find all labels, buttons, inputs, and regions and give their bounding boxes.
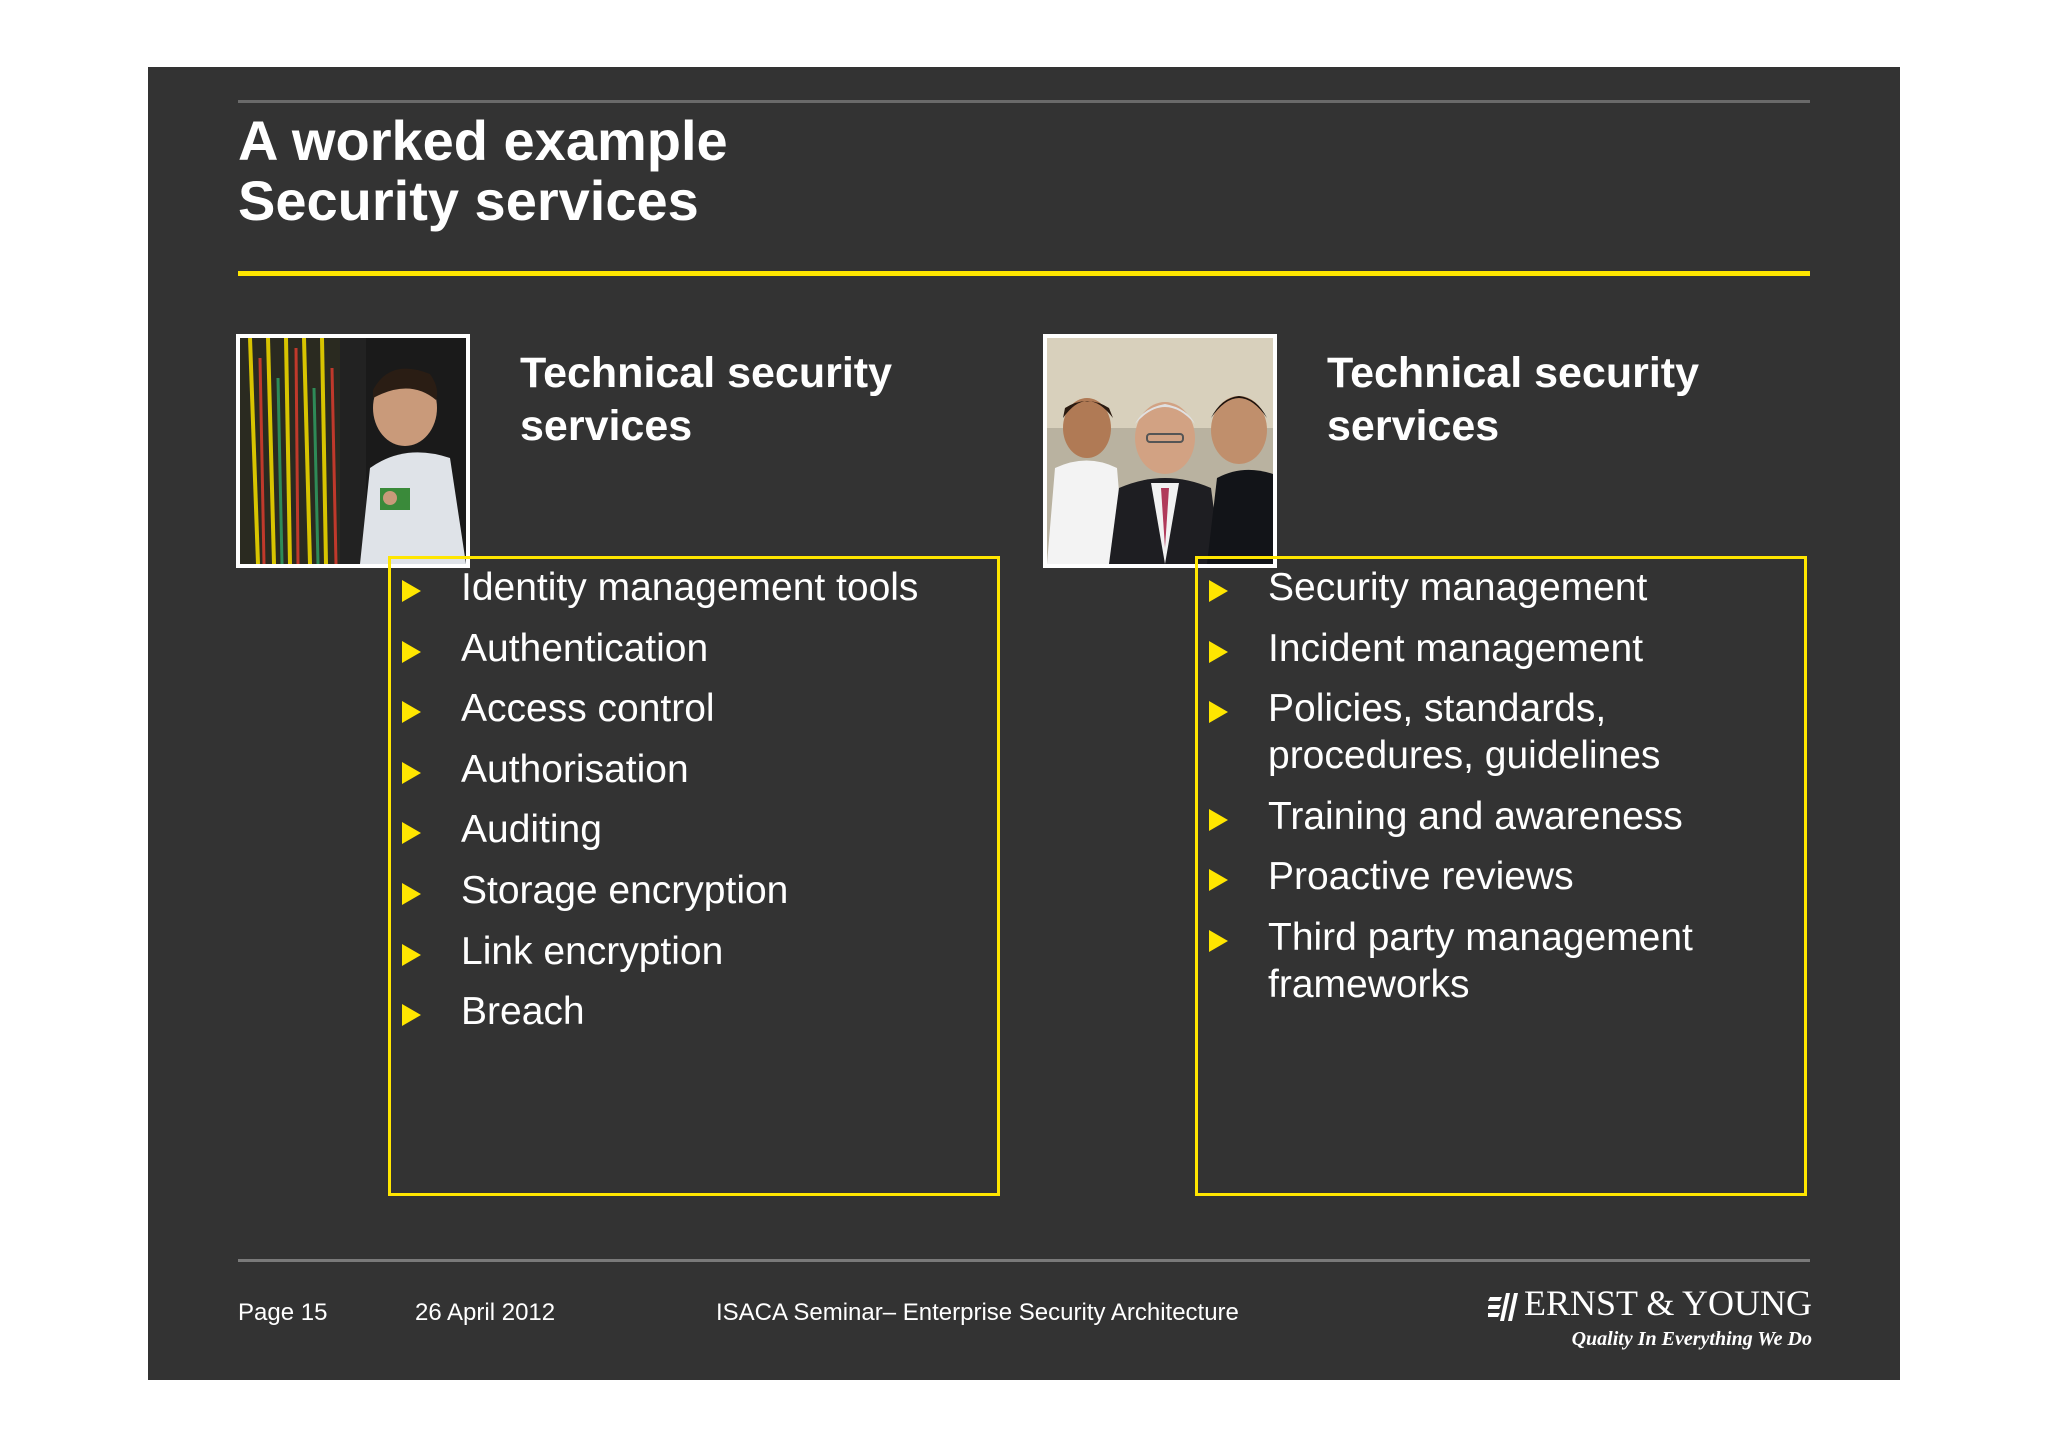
list-item: Access control bbox=[402, 685, 981, 732]
triangle-bullet-icon bbox=[402, 1004, 421, 1027]
list-item: Proactive reviews bbox=[1209, 853, 1788, 900]
list-item-text: Access control bbox=[461, 687, 715, 731]
triangle-bullet-icon bbox=[1209, 929, 1228, 952]
triangle-bullet-icon bbox=[402, 761, 421, 784]
business-people-photo bbox=[1043, 334, 1277, 568]
triangle-bullet-icon bbox=[1209, 701, 1228, 724]
list-item: Auditing bbox=[402, 806, 981, 853]
triangle-bullet-icon bbox=[1209, 580, 1228, 602]
top-divider bbox=[238, 100, 1810, 103]
triangle-bullet-icon bbox=[1209, 869, 1228, 892]
list-item: Third party management frameworks bbox=[1209, 914, 1788, 1008]
slide: A worked example Security services bbox=[148, 67, 1900, 1380]
logo-wordmark: ERNST & YOUNG bbox=[1487, 1283, 1812, 1323]
left-list-box bbox=[388, 556, 1000, 1196]
title-line-1: A worked example bbox=[238, 109, 728, 172]
list-item: Link encryption bbox=[402, 928, 981, 975]
left-heading-line-1: Technical security bbox=[520, 349, 893, 397]
list-item: Incident management bbox=[1209, 625, 1788, 672]
title-line-2: Security services bbox=[238, 169, 699, 232]
list-item-text: Breach bbox=[461, 990, 585, 1034]
triangle-bullet-icon bbox=[402, 701, 421, 724]
list-item-text: Identity management tools bbox=[461, 566, 919, 609]
list-item-text: Proactive reviews bbox=[1268, 855, 1574, 899]
technician-photo bbox=[236, 334, 470, 568]
list-item-text: Third party management frameworks bbox=[1268, 915, 1693, 1006]
slide-title: A worked example Security services bbox=[238, 111, 728, 231]
list-item-text: Link encryption bbox=[461, 929, 724, 973]
logo-name: ERNST & YOUNG bbox=[1523, 1283, 1812, 1323]
triangle-bullet-icon bbox=[1209, 808, 1228, 831]
list-item-text: Training and awareness bbox=[1268, 794, 1683, 838]
right-list-box bbox=[1195, 556, 1807, 1196]
list-item-text: Incident management bbox=[1268, 626, 1644, 670]
left-column-heading: Technical security services bbox=[520, 347, 892, 453]
right-service-list: Security management Incident management … bbox=[1209, 564, 1788, 1022]
left-service-list: Identity management tools Authentication… bbox=[402, 564, 981, 1049]
right-heading-line-1: Technical security bbox=[1327, 349, 1700, 397]
list-item: Security management bbox=[1209, 564, 1788, 611]
list-item-text: Authorisation bbox=[461, 747, 689, 791]
triangle-bullet-icon bbox=[402, 640, 421, 663]
left-heading-line-2: services bbox=[520, 402, 693, 450]
list-item-text: Security management bbox=[1268, 566, 1648, 609]
list-item: Authentication bbox=[402, 625, 981, 672]
logo-tagline: Quality In Everything We Do bbox=[1571, 1328, 1812, 1350]
list-item: Identity management tools bbox=[402, 564, 981, 611]
list-item-text: Storage encryption bbox=[461, 868, 789, 912]
company-logo: ERNST & YOUNG Quality In Everything We D… bbox=[1487, 1283, 1812, 1353]
list-item: Breach bbox=[402, 988, 981, 1035]
right-heading-line-2: services bbox=[1327, 402, 1500, 450]
list-item: Authorisation bbox=[402, 746, 981, 793]
triangle-bullet-icon bbox=[402, 882, 421, 905]
triangle-bullet-icon bbox=[1209, 640, 1228, 663]
footer-date: 26 April 2012 bbox=[415, 1299, 556, 1326]
footer-divider bbox=[238, 1259, 1810, 1262]
triangle-bullet-icon bbox=[402, 943, 421, 966]
list-item: Training and awareness bbox=[1209, 793, 1788, 840]
page-number: Page 15 bbox=[238, 1299, 328, 1326]
list-item-text: Auditing bbox=[461, 808, 602, 852]
list-item: Policies, standards, procedures, guideli… bbox=[1209, 685, 1728, 779]
footer-event: ISACA Seminar– Enterprise Security Archi… bbox=[716, 1299, 1239, 1326]
list-item-text: Policies, standards, procedures, guideli… bbox=[1268, 687, 1661, 778]
list-item: Storage encryption bbox=[402, 867, 981, 914]
right-column-heading: Technical security services bbox=[1327, 347, 1699, 453]
title-underline bbox=[238, 271, 1810, 276]
triangle-bullet-icon bbox=[402, 822, 421, 845]
triangle-bullet-icon bbox=[402, 580, 421, 602]
list-item-text: Authentication bbox=[461, 626, 709, 670]
logo-mark-icon bbox=[1487, 1292, 1518, 1321]
